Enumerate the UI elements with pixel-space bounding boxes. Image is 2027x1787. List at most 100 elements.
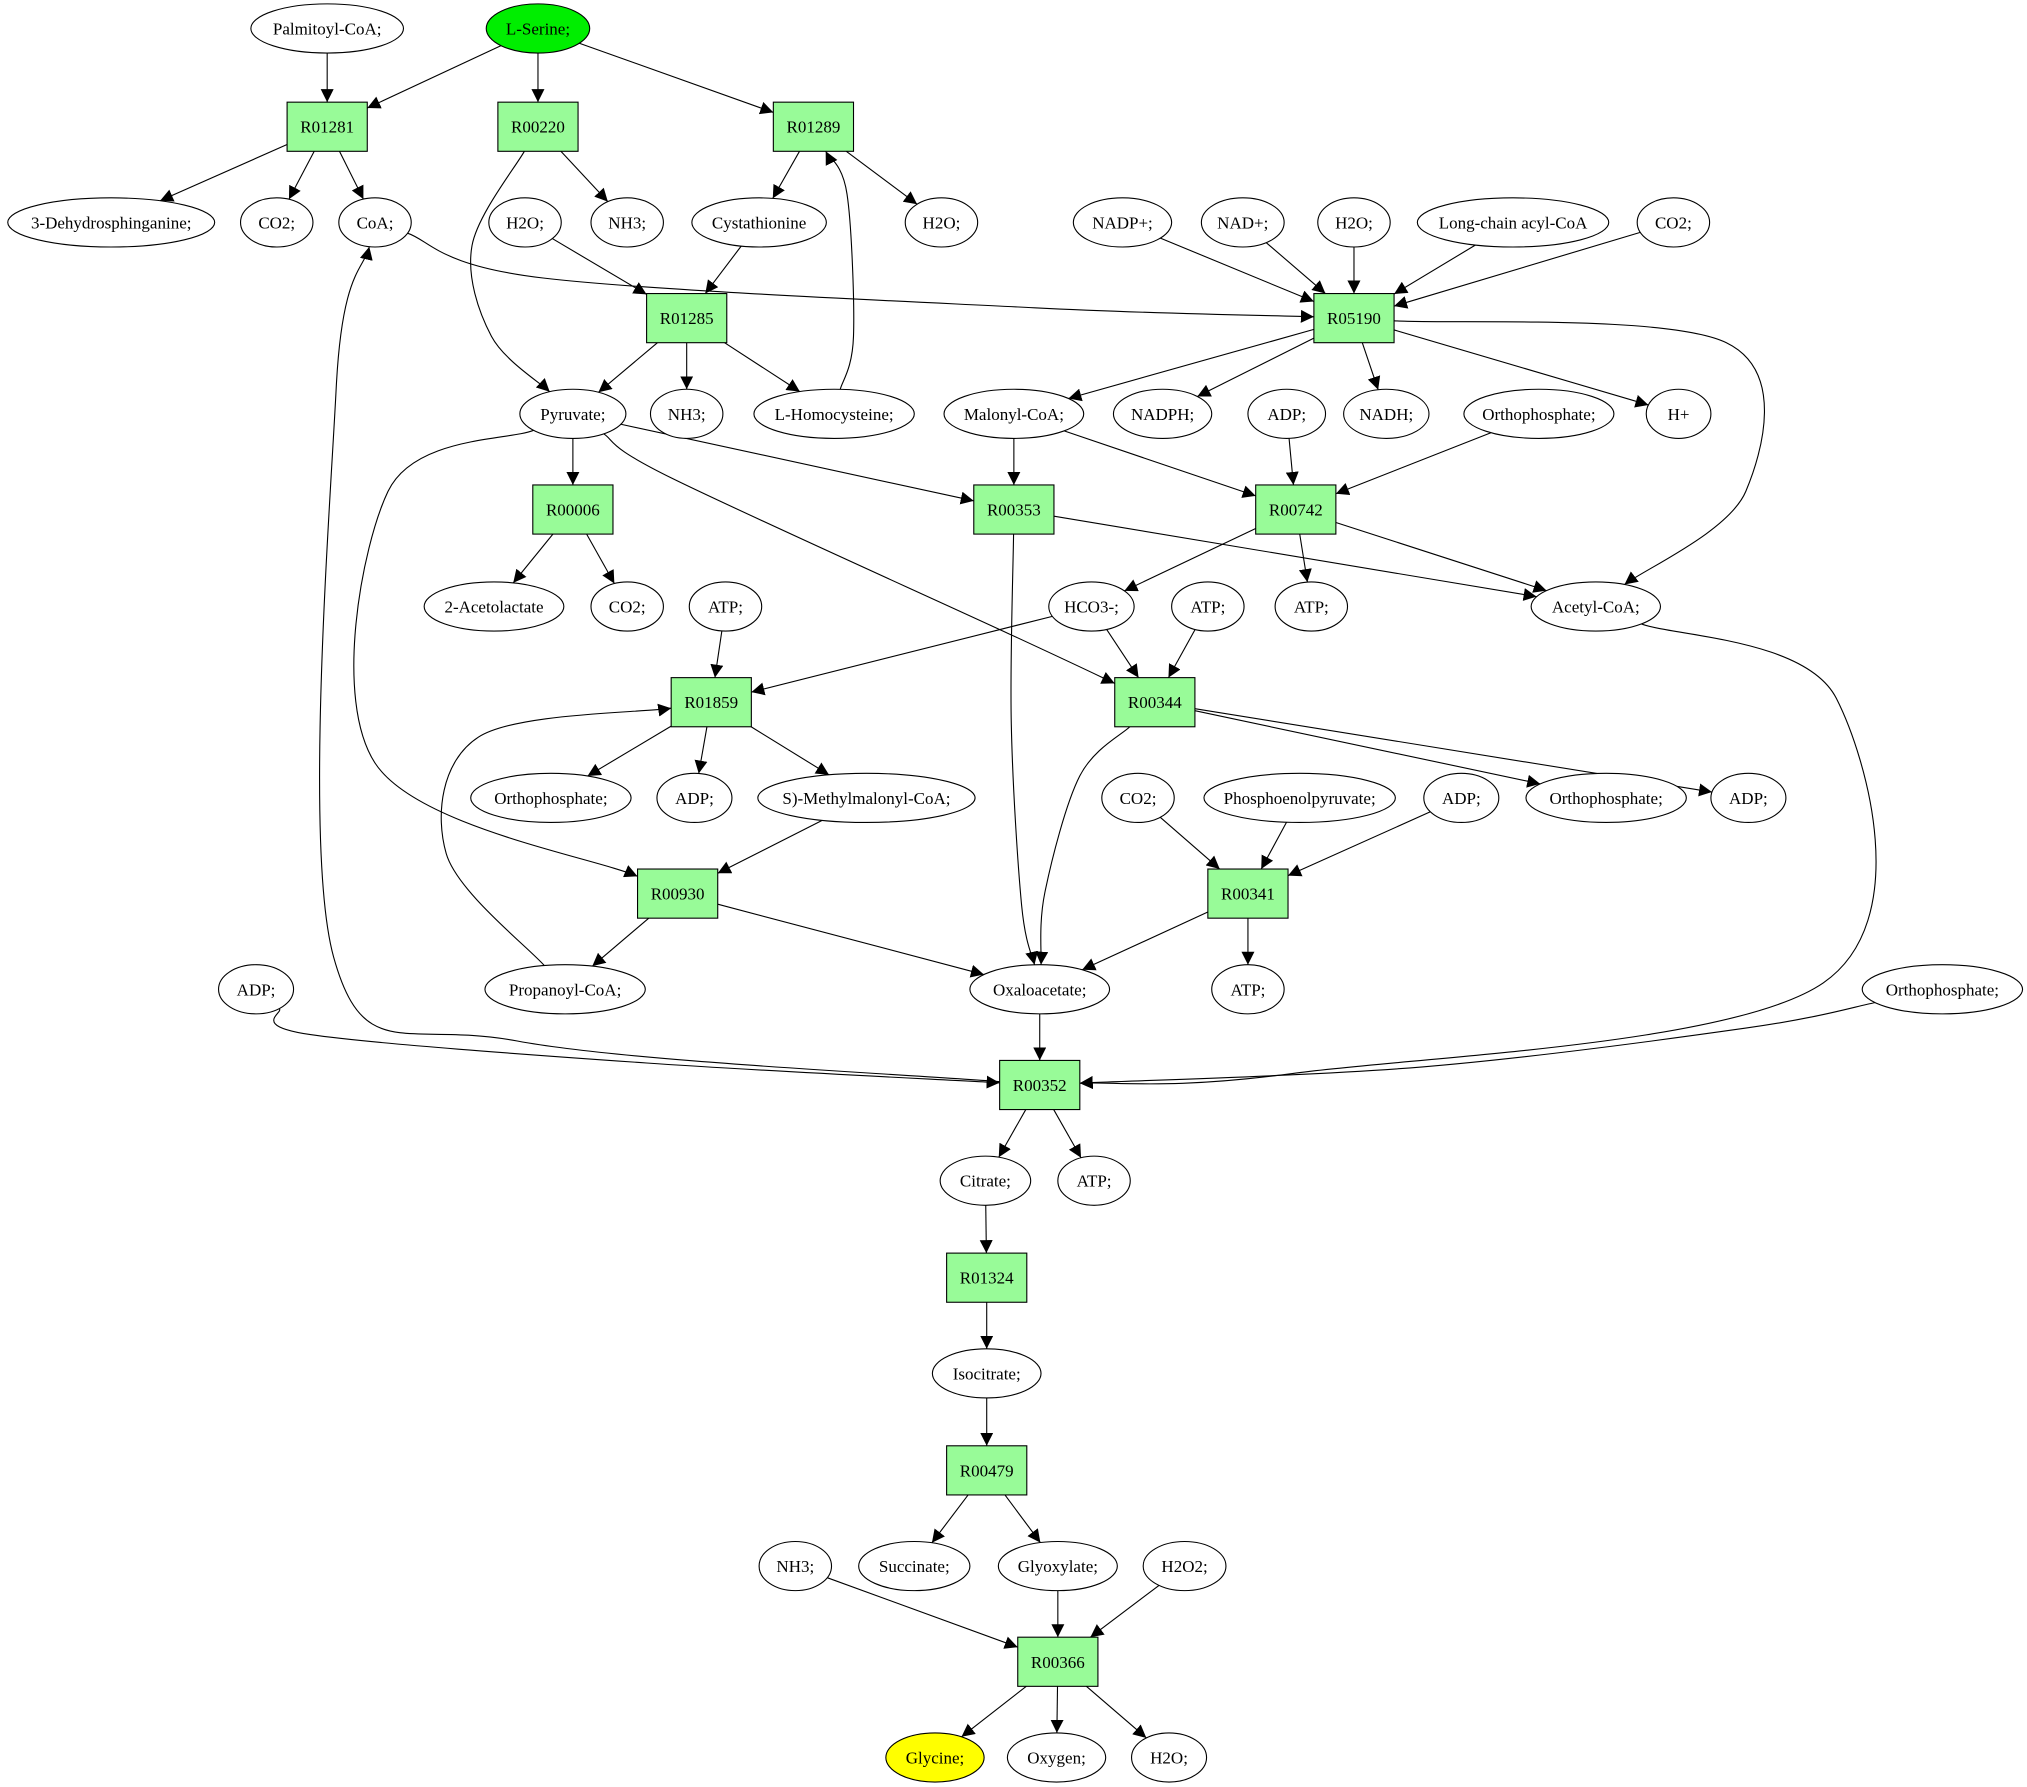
compound-ellipse bbox=[1861, 964, 2024, 1015]
reaction-box bbox=[946, 1445, 1028, 1496]
node-label: S)-Methylmalonyl-CoA; bbox=[782, 789, 950, 808]
compound-node-coa: CoA; bbox=[338, 197, 412, 248]
node-label: ADP; bbox=[1729, 789, 1768, 808]
node-label: Oxygen; bbox=[1027, 1748, 1086, 1767]
edge-pyruvate-to-r00930 bbox=[353, 429, 638, 878]
node-label: Oxaloacetate; bbox=[993, 980, 1086, 999]
compound-ellipse bbox=[485, 3, 591, 54]
node-label: Orthophosphate; bbox=[1482, 405, 1595, 424]
edge-r01289-to-h2o_b bbox=[845, 150, 918, 205]
node-label: R00344 bbox=[1128, 693, 1182, 712]
compound-ellipse bbox=[1048, 581, 1135, 632]
edge-r00352-to-citrate bbox=[998, 1109, 1027, 1158]
edge-r00366-to-h2o_d bbox=[1086, 1685, 1147, 1739]
compound-ellipse bbox=[939, 1155, 1032, 1206]
reaction-box bbox=[772, 101, 855, 152]
compound-node-pi_a: Orthophosphate; bbox=[1463, 388, 1615, 439]
node-label: H2O; bbox=[506, 213, 544, 232]
node-label: NADP+; bbox=[1092, 213, 1153, 232]
node-label: Glyoxylate; bbox=[1018, 1557, 1098, 1576]
compound-ellipse bbox=[590, 581, 664, 632]
compound-node-nh3_b: NH3; bbox=[649, 388, 724, 439]
reaction-node-r00353: R00353 bbox=[973, 484, 1055, 535]
compound-ellipse bbox=[758, 1540, 833, 1592]
compound-ellipse bbox=[1645, 388, 1712, 439]
compound-ellipse bbox=[691, 197, 827, 248]
edge-pyruvate-to-r00344 bbox=[603, 433, 1115, 684]
node-label: R01281 bbox=[300, 118, 354, 137]
compound-ellipse bbox=[649, 388, 724, 439]
node-label: Isocitrate; bbox=[953, 1364, 1021, 1383]
edge-malonyl-to-r00742 bbox=[1063, 430, 1256, 498]
reaction-box bbox=[1255, 484, 1337, 535]
node-label: NAD+; bbox=[1217, 213, 1268, 232]
compound-node-co2_c: CO2; bbox=[590, 581, 664, 632]
compound-node-adp_e: ADP; bbox=[218, 964, 295, 1015]
compound-ellipse bbox=[590, 197, 664, 248]
node-label: ADP; bbox=[237, 980, 276, 999]
edge-r01281-to-co2_a bbox=[288, 151, 315, 200]
node-label: R01859 bbox=[684, 693, 738, 712]
edge-r01859-to-methylmalonyl bbox=[750, 726, 830, 776]
node-label: R00366 bbox=[1031, 1653, 1085, 1672]
reaction-node-r00344: R00344 bbox=[1114, 677, 1196, 728]
edge-l_serine-to-r01281 bbox=[367, 45, 502, 109]
compound-node-h2o2: H2O2; bbox=[1142, 1540, 1227, 1592]
compound-node-methylmalonyl: S)-Methylmalonyl-CoA; bbox=[757, 772, 976, 824]
compound-node-l_serine: L-Serine; bbox=[485, 3, 591, 54]
compound-ellipse bbox=[688, 581, 763, 632]
compound-node-lcacyl: Long-chain acyl-CoA bbox=[1416, 197, 1610, 248]
edge-r01281-to-coa bbox=[338, 151, 364, 200]
reaction-box bbox=[973, 484, 1055, 535]
edge-h2o_a-to-r01285 bbox=[552, 238, 647, 295]
edge-r00366-to-glycine bbox=[961, 1685, 1027, 1738]
reaction-node-r00742: R00742 bbox=[1255, 484, 1337, 535]
compound-node-atp_e: ATP; bbox=[1057, 1155, 1131, 1206]
compound-node-pi_b: Orthophosphate; bbox=[470, 772, 632, 824]
compound-node-co2_d: CO2; bbox=[1101, 772, 1175, 824]
reaction-node-r01859: R01859 bbox=[670, 677, 752, 728]
reaction-node-r01289: R01289 bbox=[772, 101, 855, 152]
node-label: NH3; bbox=[668, 405, 706, 424]
edge-r00930-to-propanoyl bbox=[591, 917, 650, 967]
compound-node-acetolactate: 2-Acetolactate bbox=[423, 581, 565, 632]
node-label: L-Homocysteine; bbox=[775, 405, 894, 424]
node-label: R01289 bbox=[787, 118, 841, 137]
edge-r00742-to-acetyl bbox=[1335, 521, 1547, 593]
compound-ellipse bbox=[858, 1540, 971, 1592]
compound-node-adp_a: ADP; bbox=[1247, 388, 1327, 439]
reaction-box bbox=[497, 101, 579, 152]
edge-r00930-to-oxaloacetate bbox=[717, 903, 985, 978]
reaction-box bbox=[1207, 868, 1289, 919]
edge-adp_c-to-r00341 bbox=[1287, 811, 1431, 877]
reaction-box bbox=[636, 868, 719, 919]
compound-ellipse bbox=[1463, 388, 1615, 439]
compound-node-pep: Phosphoenolpyruvate; bbox=[1203, 772, 1396, 824]
compound-ellipse bbox=[1530, 581, 1662, 632]
edge-r05190-to-acetyl bbox=[1394, 320, 1765, 585]
edge-r01289-to-cystathionine bbox=[772, 151, 800, 199]
node-label: H+ bbox=[1668, 405, 1690, 424]
edge-layer bbox=[159, 42, 1877, 1739]
edge-h2o2-to-r00366 bbox=[1090, 1584, 1160, 1638]
compound-node-co2_b: CO2; bbox=[1636, 197, 1711, 248]
edge-hco3-to-r00344 bbox=[1106, 629, 1140, 678]
node-label: L-Serine; bbox=[506, 19, 570, 38]
node-label: H2O; bbox=[923, 213, 961, 232]
edge-r01859-to-adp_b bbox=[694, 726, 708, 774]
edge-r00479-to-succinate bbox=[931, 1494, 969, 1544]
edge-r00344-to-pi_c bbox=[1194, 710, 1541, 788]
compound-node-hplus: H+ bbox=[1645, 388, 1712, 439]
reaction-node-r01285: R01285 bbox=[646, 293, 728, 344]
node-label: CO2; bbox=[258, 213, 295, 232]
compound-ellipse bbox=[1200, 197, 1285, 248]
reaction-box bbox=[999, 1059, 1081, 1111]
node-label: Propanoyl-CoA; bbox=[509, 980, 621, 999]
edge-r00353-to-oxaloacetate bbox=[1010, 534, 1039, 965]
compound-node-hco3: HCO3-; bbox=[1048, 581, 1135, 632]
node-label: Palmitoyl-CoA; bbox=[273, 19, 382, 38]
reaction-node-r00930: R00930 bbox=[636, 868, 719, 919]
compound-ellipse bbox=[1203, 772, 1396, 824]
